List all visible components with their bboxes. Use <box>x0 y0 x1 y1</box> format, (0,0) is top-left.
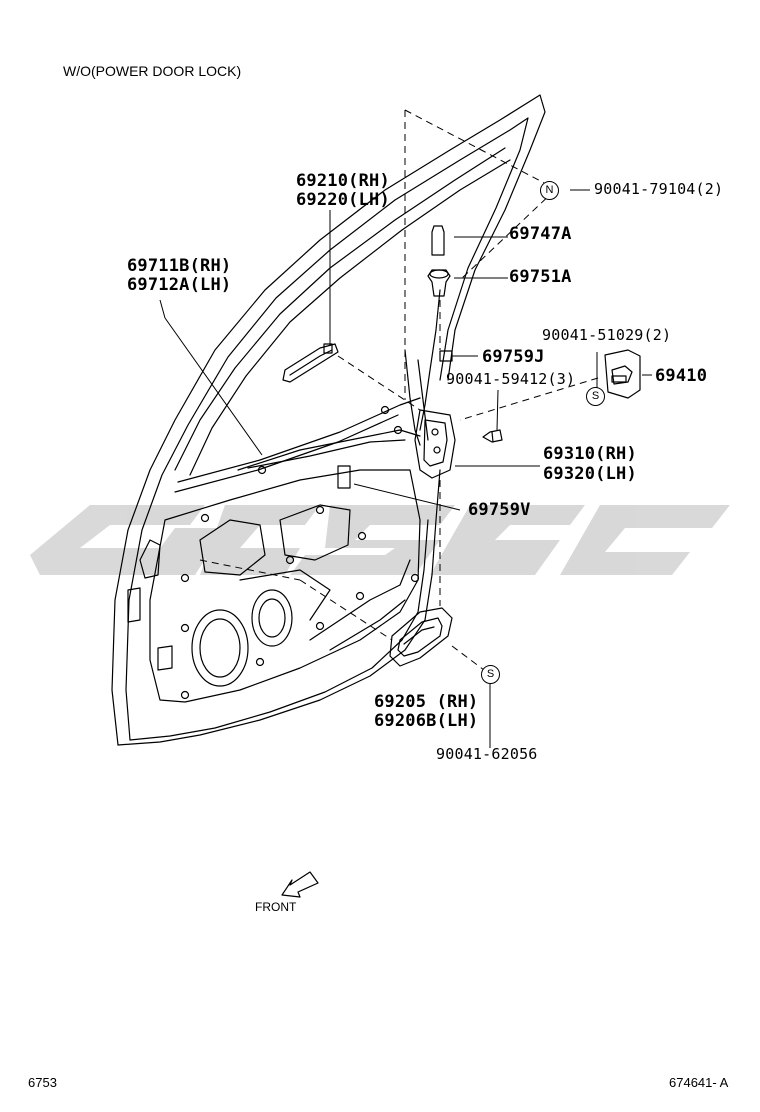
footer-right-code: 674641- A <box>669 1075 729 1090</box>
part-label-69310-rh[interactable]: 69310(RH) <box>543 444 637 464</box>
part-label-90041-62056[interactable]: 90041-62056 <box>436 745 538 763</box>
part-label-69220-lh[interactable]: 69220(LH) <box>296 190 390 210</box>
lock-rod <box>419 289 441 431</box>
part-label-90041-59412[interactable]: 90041-59412(3) <box>446 370 576 388</box>
front-label: FRONT <box>255 900 297 914</box>
inside-handle <box>389 607 453 667</box>
part-label-69410[interactable]: 69410 <box>655 366 708 386</box>
part-label-69205-rh[interactable]: 69205 (RH) <box>374 692 479 712</box>
part-label-90041-51029[interactable]: 90041-51029(2) <box>542 326 672 344</box>
lock-knob <box>431 225 445 256</box>
part-label-69712a-lh[interactable]: 69712A(LH) <box>127 275 232 295</box>
diagram-title: W/O(POWER DOOR LOCK) <box>63 63 242 79</box>
watermark-graphic <box>30 505 730 575</box>
part-label-69711b-rh[interactable]: 69711B(RH) <box>127 256 232 276</box>
door-shell <box>117 469 441 746</box>
part-label-69759j[interactable]: 69759J <box>482 347 545 367</box>
part-label-90041-79104[interactable]: 90041-79104(2) <box>594 180 724 198</box>
window-frame-inner <box>125 117 529 741</box>
symbol-n-icon: N <box>540 181 559 200</box>
symbol-s-icon: S <box>586 387 605 406</box>
door-lock-assembly <box>414 409 456 479</box>
window-frame-outer <box>111 94 546 746</box>
part-label-69751a[interactable]: 69751A <box>509 267 572 287</box>
part-label-69206b-lh[interactable]: 69206B(LH) <box>374 711 479 731</box>
footer-left-code: 6753 <box>28 1075 57 1090</box>
part-label-69320-lh[interactable]: 69320(LH) <box>543 464 637 484</box>
outside-handle <box>282 343 339 383</box>
door-striker <box>604 349 641 399</box>
part-label-69747a[interactable]: 69747A <box>509 224 572 244</box>
front-arrow-icon <box>281 871 319 898</box>
part-label-69210-rh[interactable]: 69210(RH) <box>296 171 390 191</box>
part-label-69759v[interactable]: 69759V <box>468 500 531 520</box>
symbol-s-icon: S <box>481 665 500 684</box>
